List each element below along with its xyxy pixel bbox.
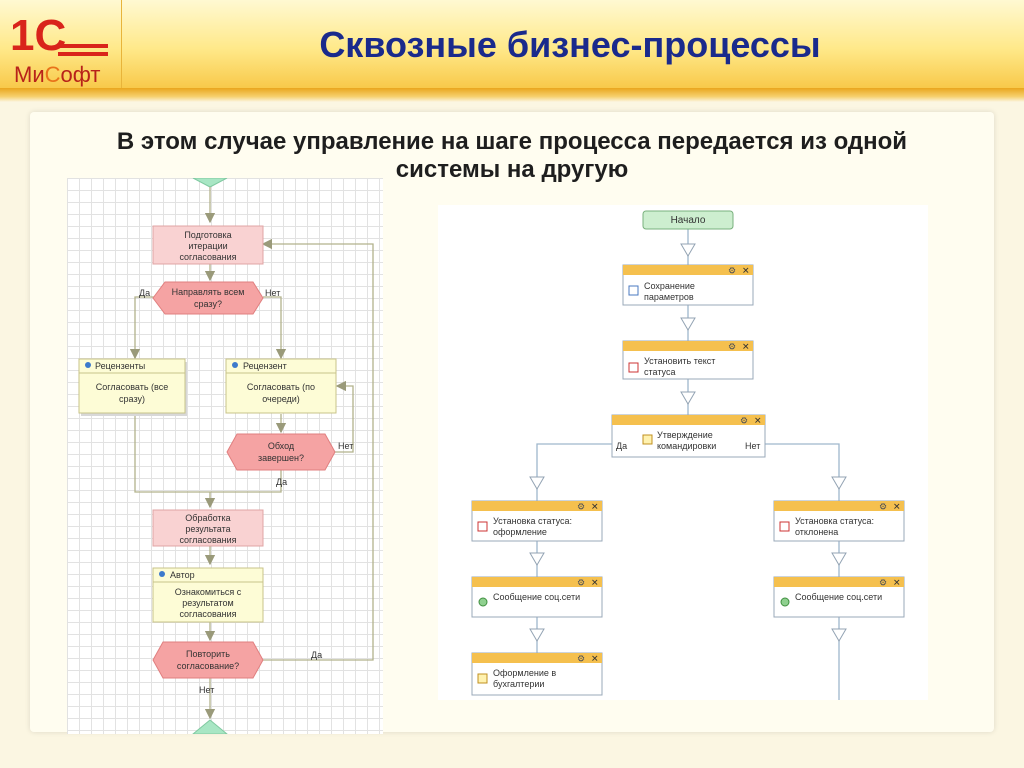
close-icon[interactable]: ✕ [591, 654, 599, 664]
svg-text:Рецензент: Рецензент [243, 361, 287, 371]
svg-text:Начало: Начало [671, 215, 706, 226]
task-icon [477, 673, 488, 684]
social-message-node-left[interactable]: ⚙ ✕ Сообщение соц.сети [471, 576, 603, 618]
start-node[interactable]: Начало [642, 210, 734, 230]
user-icon [85, 362, 91, 368]
slide-subtitle: В этом случае управление на шаге процесс… [32, 128, 992, 184]
start-marker [192, 177, 228, 188]
checkbox-icon [477, 521, 488, 532]
logo-name: МиСофт [14, 62, 100, 87]
header-divider [0, 88, 1024, 102]
svg-text:Рецензенты: Рецензенты [95, 361, 145, 371]
close-icon[interactable]: ✕ [754, 416, 762, 426]
company-logo: 1С МиСофт [10, 11, 108, 87]
edit-icon [628, 285, 639, 296]
yes-label: Да [616, 441, 627, 451]
close-icon[interactable]: ✕ [893, 578, 901, 588]
chat-icon [478, 597, 488, 607]
status-rejected-node[interactable]: ⚙ ✕ Установка статуса:отклонена [773, 500, 905, 542]
subtitle-line-1: В этом случае управление на шаге процесс… [116, 128, 908, 155]
gear-icon[interactable]: ⚙ [879, 578, 887, 588]
end-marker [191, 719, 229, 735]
svg-text:Сообщение соц.сети: Сообщение соц.сети [493, 592, 580, 602]
close-icon[interactable]: ✕ [591, 502, 599, 512]
close-icon[interactable]: ✕ [742, 266, 750, 276]
gear-icon[interactable]: ⚙ [728, 342, 736, 352]
svg-text:Установка статуса:оформление: Установка статуса:оформление [493, 516, 572, 537]
close-icon[interactable]: ✕ [893, 502, 901, 512]
yes-label-1: Да [139, 288, 150, 298]
page-title: Сквозные бизнес-процессы [319, 24, 821, 65]
logo-mark: 1С [10, 11, 66, 60]
chat-icon [780, 597, 790, 607]
checkbox-icon [628, 362, 639, 373]
subtitle-line-2: системы на другую [395, 156, 629, 183]
gear-icon[interactable]: ⚙ [577, 502, 585, 512]
user-icon [232, 362, 238, 368]
svg-text:Автор: Автор [170, 570, 195, 580]
gear-icon[interactable]: ⚙ [728, 266, 736, 276]
close-icon[interactable]: ✕ [591, 578, 599, 588]
gear-icon[interactable]: ⚙ [879, 502, 887, 512]
svg-text:Установка статуса:отклонена: Установка статуса:отклонена [795, 516, 874, 537]
close-icon[interactable]: ✕ [742, 342, 750, 352]
svg-text:Сообщение соц.сети: Сообщение соц.сети [795, 592, 882, 602]
user-icon [159, 571, 165, 577]
no-label-2: Нет [338, 441, 353, 451]
no-label-3: Нет [199, 685, 214, 695]
status-processing-node[interactable]: ⚙ ✕ Установка статуса:оформление [471, 500, 603, 542]
logo-separator [121, 0, 122, 88]
gear-icon[interactable]: ⚙ [577, 654, 585, 664]
checkbox-icon [779, 521, 790, 532]
no-label: Нет [745, 441, 760, 451]
social-message-node-right[interactable]: ⚙ ✕ Сообщение соц.сети [773, 576, 905, 618]
header-bar [0, 0, 1024, 88]
no-label-1: Нет [265, 288, 280, 298]
approval-icon [642, 434, 653, 445]
yes-label-3: Да [311, 650, 322, 660]
gear-icon[interactable]: ⚙ [740, 416, 748, 426]
gear-icon[interactable]: ⚙ [577, 578, 585, 588]
yes-label-2: Да [276, 477, 287, 487]
